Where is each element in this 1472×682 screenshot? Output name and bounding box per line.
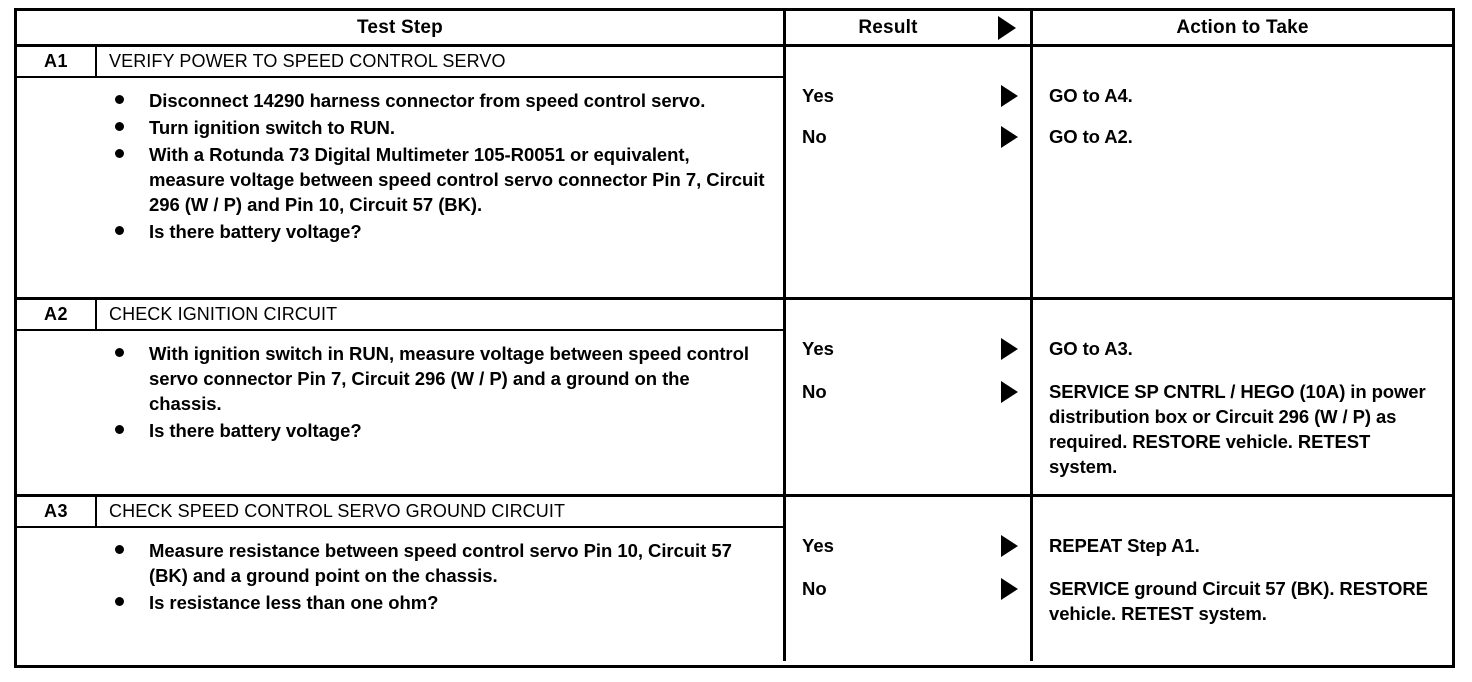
result-label: Yes (802, 338, 834, 359)
result-label: No (802, 126, 827, 147)
result-no-a2: No (786, 379, 1030, 404)
triangle-right-icon (998, 15, 1016, 40)
bullet-dot-icon (17, 590, 149, 615)
step-id-a2: A2 (17, 300, 97, 329)
bullet-dot-icon (17, 142, 149, 167)
result-yes-a3: Yes (786, 533, 1030, 558)
bullet-dot-icon (17, 88, 149, 113)
test-step-cell-a3: A3 CHECK SPEED CONTROL SERVO GROUND CIRC… (17, 497, 786, 661)
column-header-test-step: Test Step (17, 11, 786, 44)
result-cell-a1: Yes No (786, 47, 1033, 297)
result-no-a1: No (786, 124, 1030, 149)
bullet-text: Measure resistance between speed control… (149, 540, 732, 586)
column-header-action-label: Action to Take (1176, 16, 1309, 38)
step-title-bar-a2: A2 CHECK IGNITION CIRCUIT (17, 300, 783, 331)
step-title-a3: CHECK SPEED CONTROL SERVO GROUND CIRCUIT (109, 501, 566, 521)
column-header-test-step-label: Test Step (357, 16, 443, 38)
list-item: Is there battery voltage? (17, 219, 783, 244)
result-label: Yes (802, 535, 834, 556)
action-list-a1: GO to A4. GO to A2. (1033, 47, 1452, 149)
result-yes-a2: Yes (786, 336, 1030, 361)
action-for-no-a1: GO to A2. (1049, 126, 1133, 147)
result-list-a1: Yes No (786, 47, 1030, 149)
triangle-right-icon (1001, 534, 1018, 557)
test-step-cell-a2: A2 CHECK IGNITION CIRCUIT With ignition … (17, 300, 786, 494)
column-header-result-label: Result (858, 16, 918, 38)
pinpoint-test-table: Test Step Result Action to Take A1 VERIF… (14, 8, 1455, 668)
list-item: Measure resistance between speed control… (17, 538, 783, 588)
list-item: Is there battery voltage? (17, 418, 783, 443)
bullet-text: Is there battery voltage? (149, 420, 362, 441)
list-item: Turn ignition switch to RUN. (17, 115, 783, 140)
table-row: A2 CHECK IGNITION CIRCUIT With ignition … (17, 300, 1452, 497)
result-label: No (802, 381, 827, 402)
result-cell-a3: Yes No (786, 497, 1033, 661)
step-bullets-a2: With ignition switch in RUN, measure vol… (17, 331, 783, 494)
bullet-dot-icon (17, 538, 149, 563)
table-row: A1 VERIFY POWER TO SPEED CONTROL SERVO D… (17, 47, 1452, 300)
step-title-a2: CHECK IGNITION CIRCUIT (109, 304, 338, 324)
table-row: A3 CHECK SPEED CONTROL SERVO GROUND CIRC… (17, 497, 1452, 661)
triangle-right-icon (1001, 125, 1018, 148)
bullet-text: Turn ignition switch to RUN. (149, 117, 395, 138)
result-label: Yes (802, 85, 834, 106)
action-for-no-a3: SERVICE ground Circuit 57 (BK). RESTORE … (1049, 578, 1428, 624)
test-step-cell-a1: A1 VERIFY POWER TO SPEED CONTROL SERVO D… (17, 47, 786, 297)
column-header-result: Result (786, 11, 1033, 44)
bullet-text: Disconnect 14290 harness connector from … (149, 90, 706, 111)
table-header-row: Test Step Result Action to Take (17, 11, 1452, 47)
bullet-dot-icon (17, 341, 149, 366)
action-for-yes-a2: GO to A3. (1049, 338, 1133, 359)
bullet-dot-icon (17, 219, 149, 244)
step-bullets-a3: Measure resistance between speed control… (17, 528, 783, 661)
step-title-bar-a1: A1 VERIFY POWER TO SPEED CONTROL SERVO (17, 47, 783, 78)
bullet-text: With ignition switch in RUN, measure vol… (149, 343, 749, 414)
step-title-a1: VERIFY POWER TO SPEED CONTROL SERVO (109, 51, 506, 71)
bullet-dot-icon (17, 115, 149, 140)
action-list-a2: GO to A3. SERVICE SP CNTRL / HEGO (10A) … (1033, 300, 1452, 479)
step-bullets-a1: Disconnect 14290 harness connector from … (17, 78, 783, 297)
step-id-a1: A1 (17, 47, 97, 76)
column-header-action-to-take: Action to Take (1033, 11, 1452, 44)
triangle-right-icon (1001, 380, 1018, 403)
action-cell-a2: GO to A3. SERVICE SP CNTRL / HEGO (10A) … (1033, 300, 1452, 494)
step-title-bar-a3: A3 CHECK SPEED CONTROL SERVO GROUND CIRC… (17, 497, 783, 528)
result-yes-a1: Yes (786, 83, 1030, 108)
action-list-a3: REPEAT Step A1. SERVICE ground Circuit 5… (1033, 497, 1452, 626)
list-item: With a Rotunda 73 Digital Multimeter 105… (17, 142, 783, 217)
triangle-right-icon (1001, 577, 1018, 600)
triangle-right-icon (1001, 84, 1018, 107)
list-item: Disconnect 14290 harness connector from … (17, 88, 783, 113)
result-label: No (802, 578, 827, 599)
action-cell-a3: REPEAT Step A1. SERVICE ground Circuit 5… (1033, 497, 1452, 661)
result-list-a3: Yes No (786, 497, 1030, 601)
bullet-text: Is there battery voltage? (149, 221, 362, 242)
bullet-text: With a Rotunda 73 Digital Multimeter 105… (149, 144, 765, 215)
bullet-text: Is resistance less than one ohm? (149, 592, 439, 613)
result-no-a3: No (786, 576, 1030, 601)
step-id-a3: A3 (17, 497, 97, 526)
list-item: Is resistance less than one ohm? (17, 590, 783, 615)
list-item: With ignition switch in RUN, measure vol… (17, 341, 783, 416)
action-for-yes-a3: REPEAT Step A1. (1049, 535, 1200, 556)
result-list-a2: Yes No (786, 300, 1030, 404)
action-for-yes-a1: GO to A4. (1049, 85, 1133, 106)
action-for-no-a2: SERVICE SP CNTRL / HEGO (10A) in power d… (1049, 381, 1426, 477)
action-cell-a1: GO to A4. GO to A2. (1033, 47, 1452, 297)
result-cell-a2: Yes No (786, 300, 1033, 494)
bullet-dot-icon (17, 418, 149, 443)
triangle-right-icon (1001, 337, 1018, 360)
